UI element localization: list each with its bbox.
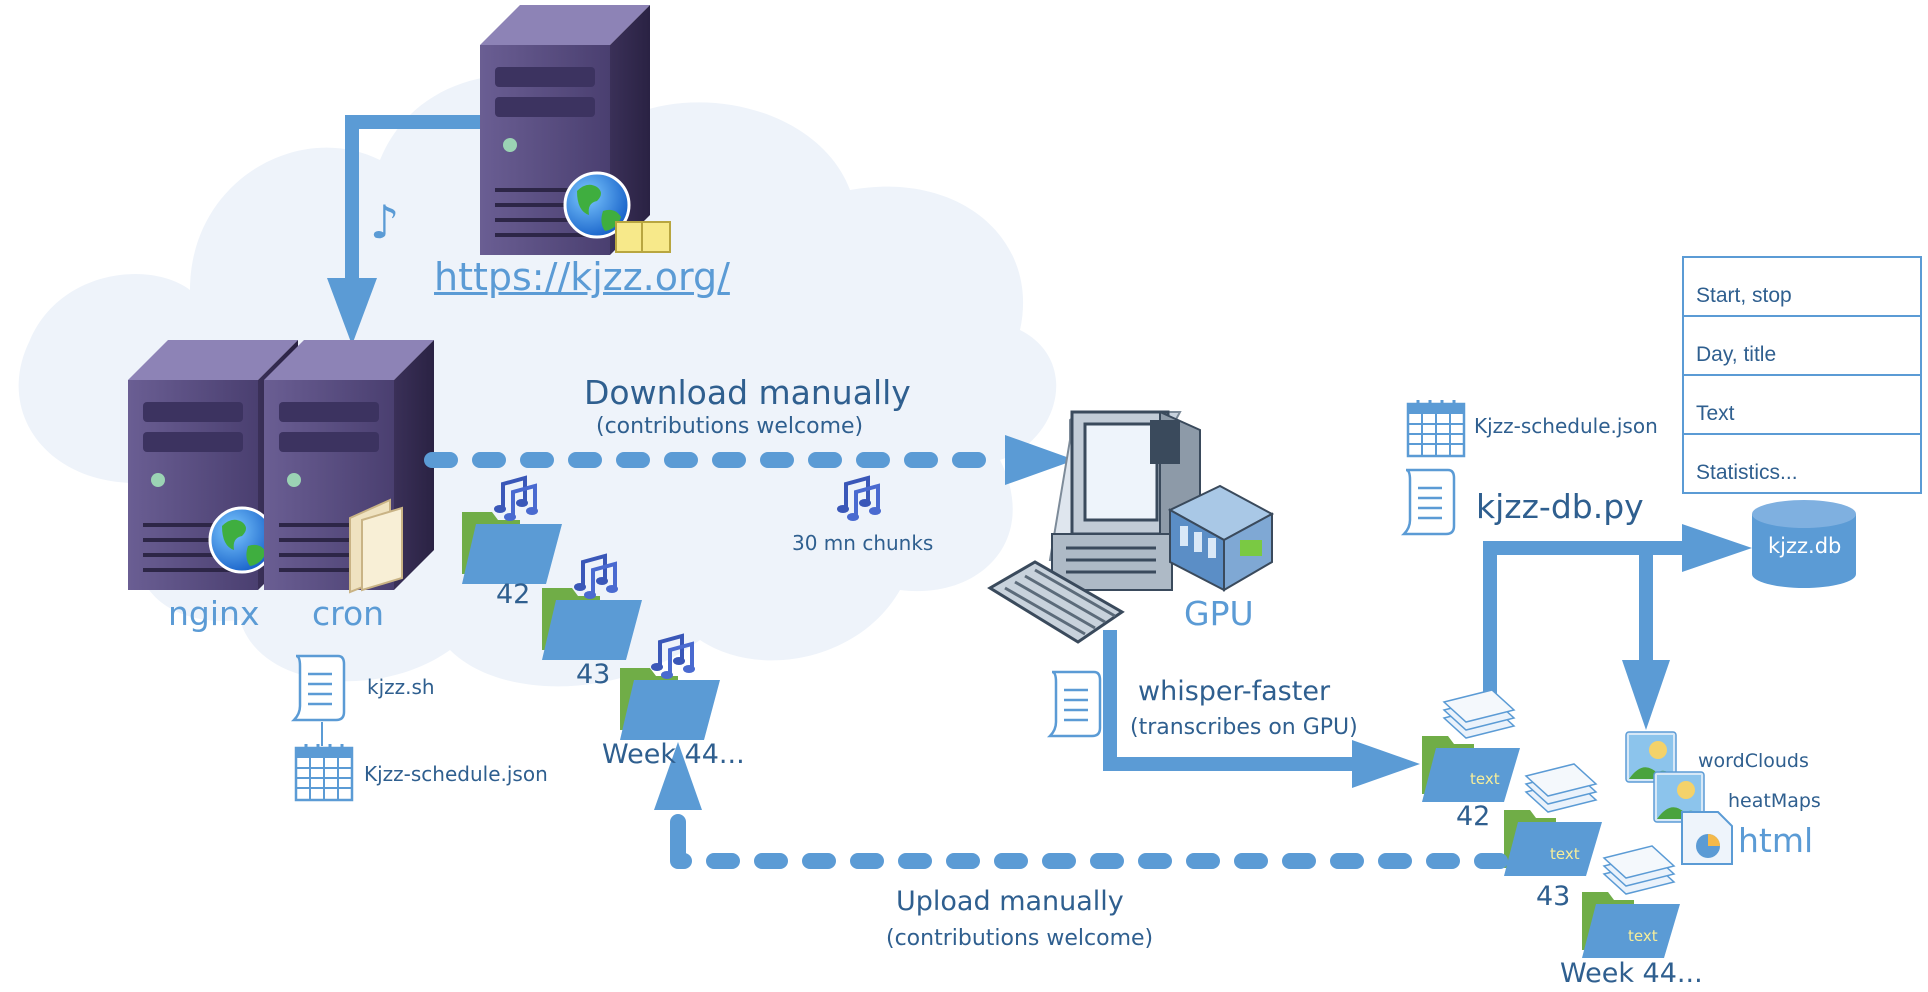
arrowhead-to-db [1682,524,1752,572]
db-script-label: kjzz-db.py [1476,487,1644,526]
week-42-text-label: 42 [1456,801,1491,832]
audio-folder-44 [620,668,720,740]
chunks-label: 30 mn chunks [792,531,934,555]
text-icon-label: text [1470,770,1500,788]
kjzz-sh-label: kjzz.sh [367,675,435,699]
arrowhead-to-outputs [1622,660,1670,730]
text-icon-label: text [1628,927,1658,945]
schedule-json-label: Kjzz-schedule.json [364,762,548,786]
arrowhead-whisper [1352,740,1420,788]
html-label: html [1738,821,1814,860]
upload-title: Upload manually [896,886,1124,917]
whisper-subtitle: (transcribes on GPU) [1130,715,1358,740]
download-title: Download manually [584,373,911,412]
whisper-title: whisper-faster [1138,676,1331,707]
chart-doc-icon [1681,811,1733,865]
word-clouds-label: wordClouds [1698,750,1809,772]
scroll-icon [292,654,346,722]
arrow-kjzz-to-cron [345,115,488,300]
download-subtitle: (contributions welcome) [596,414,864,439]
arrowhead-to-cron [327,278,377,345]
music-note-icon: ♪ [370,195,399,249]
cron-label: cron [312,594,385,633]
calendar-icon [294,742,354,802]
db-field: Text [1684,376,1920,435]
arrowhead-download [1005,435,1075,485]
week-43-text-label: 43 [1536,881,1571,912]
week-42-audio-label: 42 [496,579,531,610]
heat-maps-label: heatMaps [1728,790,1821,812]
scroll-icon [1402,468,1456,536]
folder-icon [349,498,403,594]
folder-icon [615,221,671,253]
db-field: Statistics... [1696,461,1798,484]
arrow-whisper [1103,630,1360,771]
gpu-label: GPU [1184,594,1254,633]
nginx-label: nginx [168,594,260,633]
week-44-text-label: Week 44... [1560,958,1703,989]
schedule-json-label: Kjzz-schedule.json [1474,414,1658,438]
week-44-audio-label: Week 44... [602,739,745,770]
db-schema-table: Start, stop Day, title Text Statistics..… [1682,256,1922,494]
scroll-icon [1048,670,1102,738]
week-43-audio-label: 43 [576,659,611,690]
db-name-label: kjzz.db [1768,534,1842,558]
kjzz-website-link[interactable]: https://kjzz.org/ [434,255,730,299]
upload-subtitle: (contributions welcome) [886,926,1154,951]
arrowhead-upload [654,742,702,810]
calendar-icon [1406,398,1466,458]
db-field: Day, title [1684,317,1920,376]
text-icon-label: text [1550,845,1580,863]
gpu-computer [987,410,1275,644]
database-icon [1752,500,1856,588]
arrow-to-db [1483,541,1690,706]
db-field: Start, stop [1684,258,1920,317]
